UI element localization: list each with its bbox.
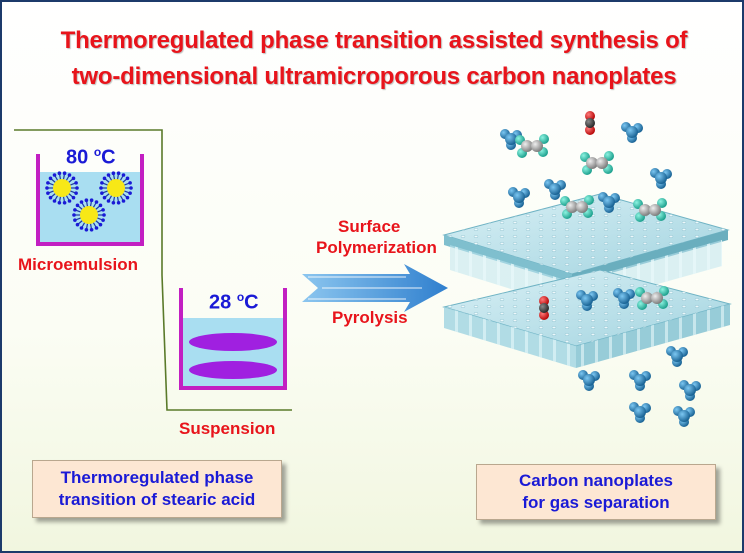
microemulsion-label: Microemulsion: [18, 255, 138, 274]
co2-molecule: [585, 111, 595, 135]
temperature-cold-degree: o: [236, 290, 245, 304]
methane-molecule: [629, 402, 651, 423]
methane-molecule: [544, 179, 566, 200]
micelle: [45, 171, 79, 205]
temperature-hot-value: 80: [66, 146, 94, 169]
micelle: [99, 171, 133, 205]
beaker-hot: [36, 154, 144, 246]
stearic-acid-crystal-top: [189, 333, 277, 351]
methane-molecule: [679, 380, 701, 401]
caption-right-line2: for gas separation: [522, 493, 670, 512]
hydrocarbon-molecule: [580, 151, 614, 175]
arrow-label-pyrolysis: Pyrolysis: [332, 308, 408, 327]
methane-molecule: [629, 370, 651, 391]
co2-molecule: [539, 296, 549, 320]
methane-molecule: [650, 168, 672, 189]
hydrocarbon-molecule: [635, 286, 669, 310]
methane-molecule: [576, 290, 598, 311]
temperature-cold: 28 oC: [209, 290, 259, 315]
arrow-label-surface: Surface: [338, 217, 401, 236]
methane-molecule: [578, 370, 600, 391]
caption-right-line1: Carbon nanoplates: [519, 471, 673, 490]
hydrocarbon-molecule: [633, 198, 667, 222]
caption-box-right: Carbon nanoplates for gas separation: [476, 464, 716, 520]
temperature-cold-unit: C: [244, 291, 259, 314]
temperature-cold-value: 28: [209, 291, 237, 314]
methane-molecule: [621, 122, 643, 143]
methane-molecule: [666, 346, 688, 367]
figure-title-line2: two-dimensional ultramicroporous carbon …: [71, 63, 677, 90]
suspension-label: Suspension: [179, 419, 276, 438]
temperature-hot: 80 oC: [66, 145, 116, 170]
step-line: [14, 129, 292, 411]
micelles: [45, 171, 133, 232]
caption-left-line2: transition of stearic acid: [58, 490, 256, 509]
methane-molecule: [508, 187, 530, 208]
process-arrow: [302, 264, 448, 312]
hydrocarbon-molecule: [560, 195, 594, 219]
hydrocarbon-molecule: [515, 134, 549, 158]
methane-molecule: [673, 406, 695, 427]
temperature-hot-unit: C: [101, 146, 116, 169]
micelle: [72, 198, 106, 232]
beaker-cold: [179, 288, 287, 390]
methane-molecule: [613, 288, 635, 309]
stearic-acid-crystal-bottom: [189, 361, 277, 379]
methane-molecule: [500, 129, 522, 150]
temperature-hot-degree: o: [93, 145, 102, 159]
gas-molecules: [500, 111, 701, 427]
caption-left-line1: Thermoregulated phase: [60, 468, 254, 487]
arrow-label-polymerization: Polymerization: [316, 238, 437, 257]
caption-box-left: Thermoregulated phase transition of stea…: [32, 460, 282, 518]
figure-title-line1: Thermoregulated phase transition assiste…: [60, 27, 688, 54]
methane-molecule: [598, 192, 620, 213]
